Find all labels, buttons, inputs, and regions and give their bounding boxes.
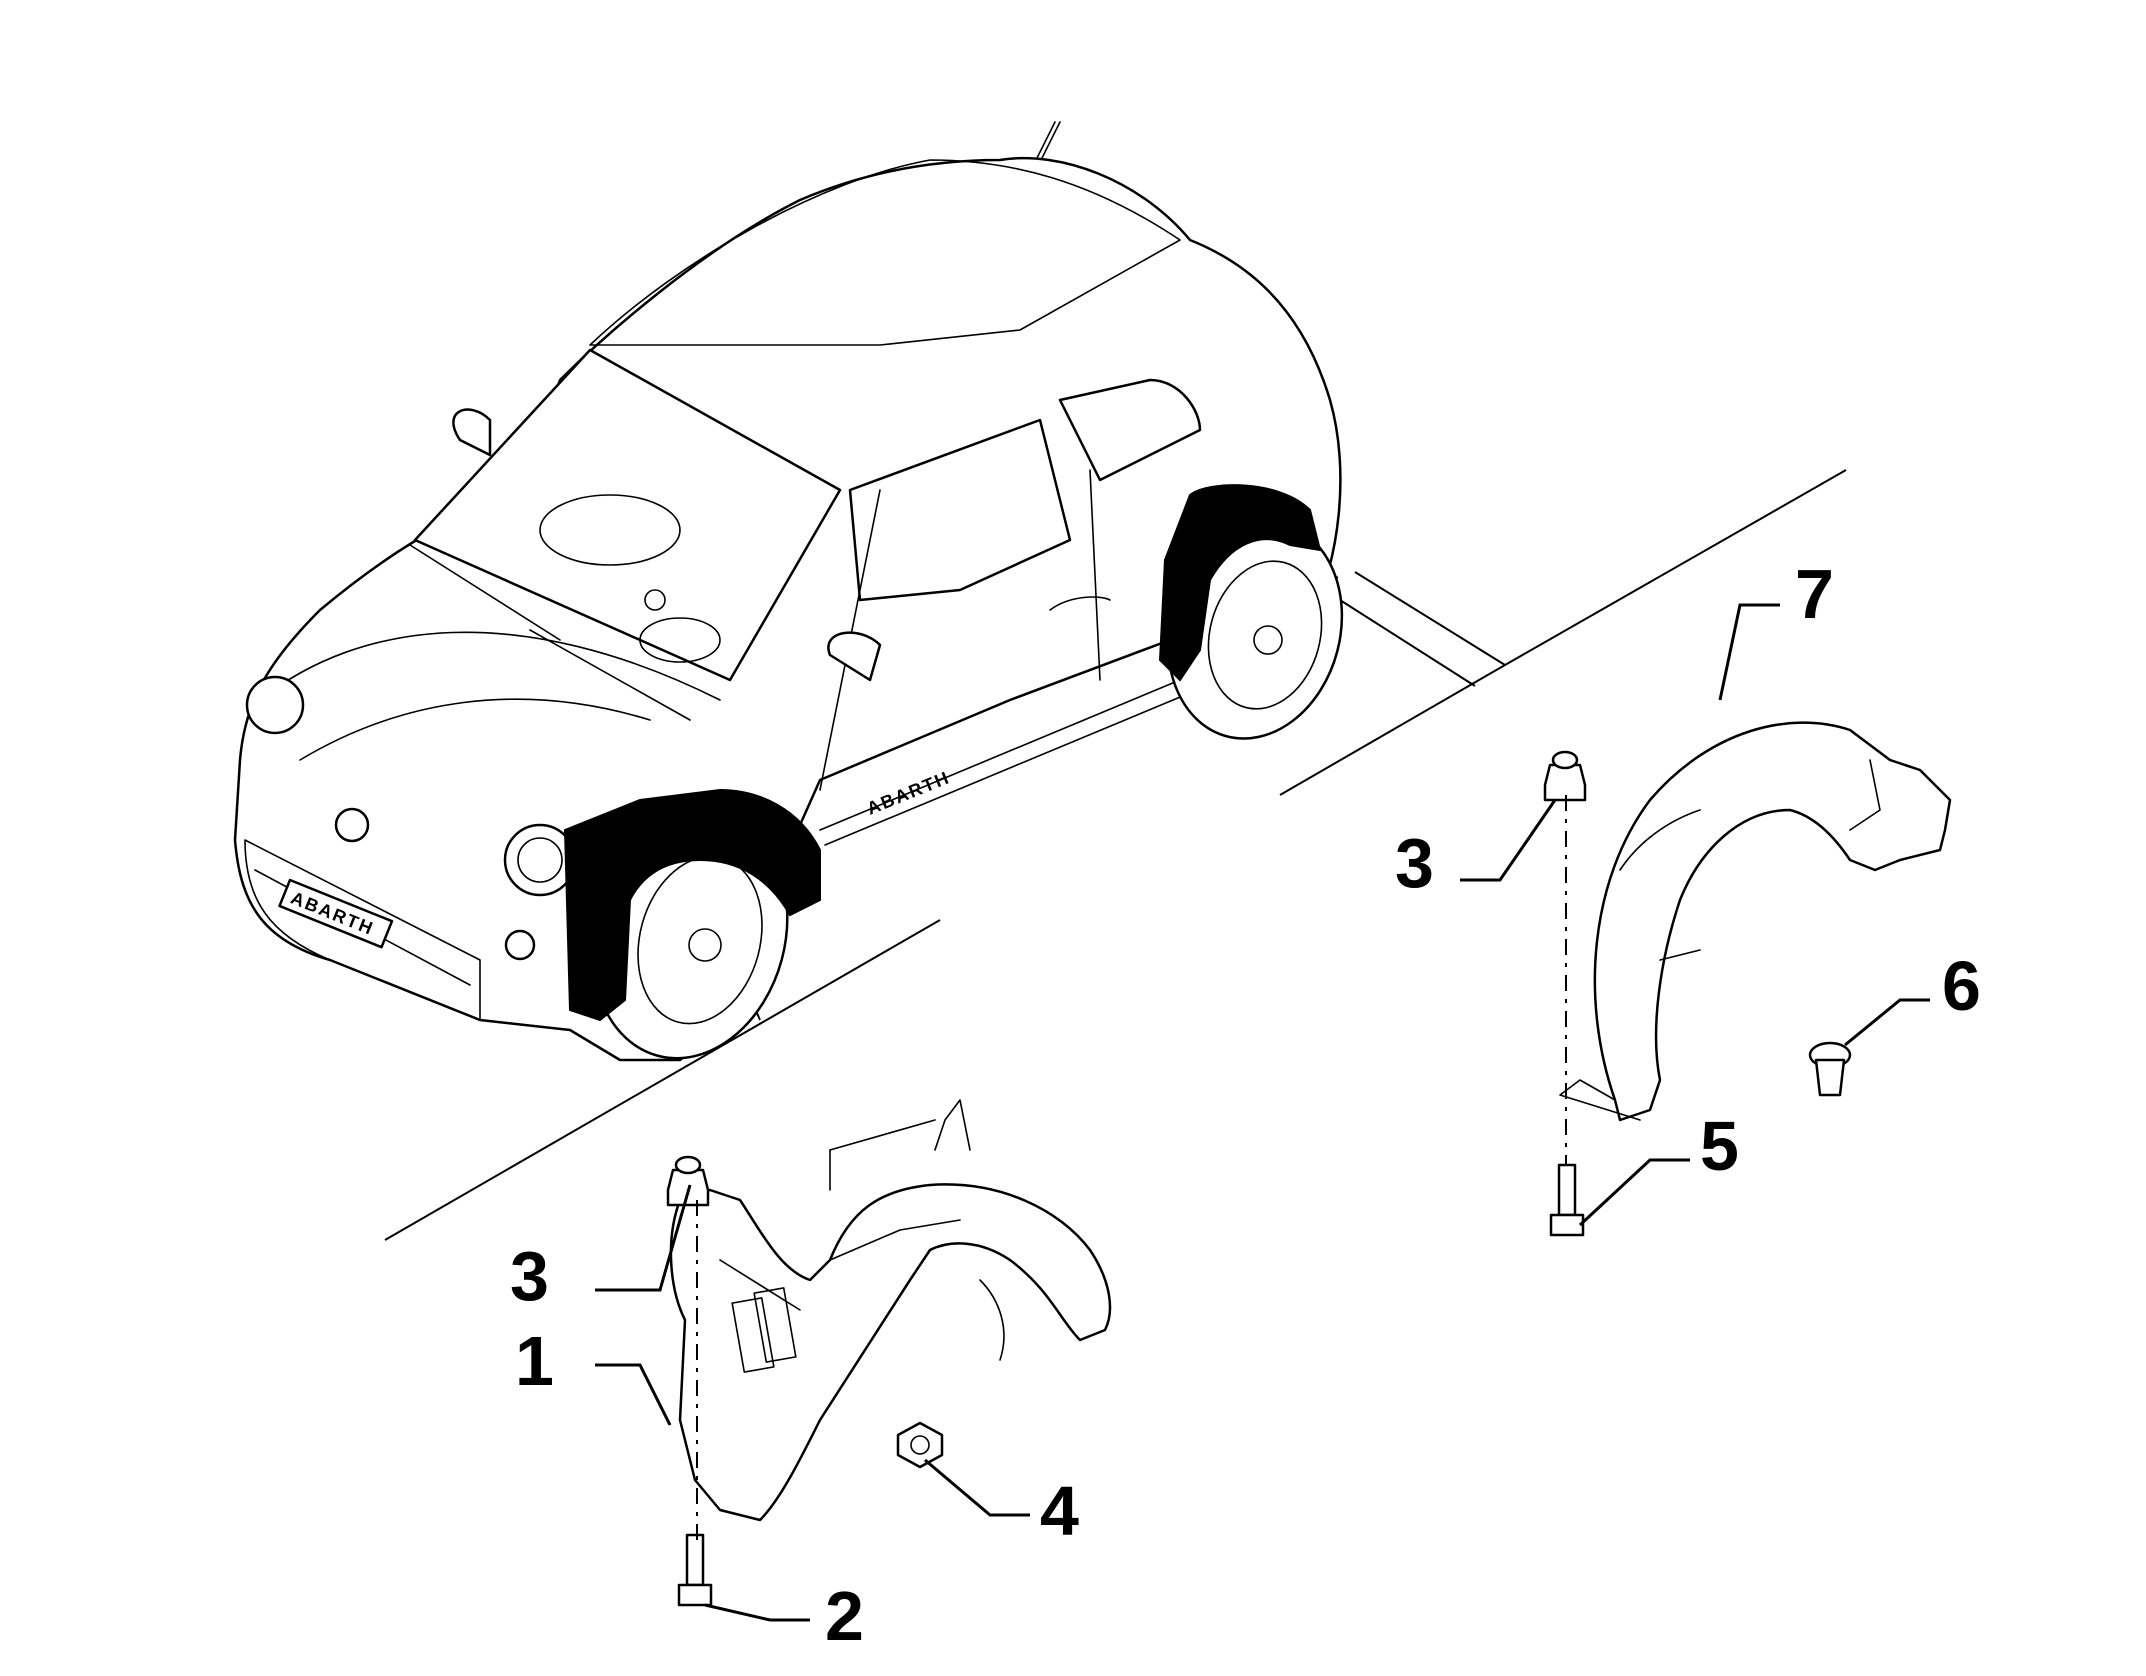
rear-wheelhouse-liner xyxy=(1559,721,1952,1122)
mirror-left xyxy=(452,408,492,457)
screw-front-icon xyxy=(677,1533,713,1607)
front-badge-plate xyxy=(278,878,394,949)
windshield xyxy=(413,348,842,682)
callout-2: 2 xyxy=(825,1577,864,1655)
callout-3-front: 3 xyxy=(510,1237,549,1315)
callout-1: 1 xyxy=(515,1322,554,1400)
installed-front-liner xyxy=(563,788,821,1022)
installed-rear-liner xyxy=(1158,484,1322,682)
front-wheelhouse-liner xyxy=(669,1099,1112,1522)
nut-front-icon xyxy=(666,1155,710,1207)
callout-4: 4 xyxy=(1040,1472,1079,1550)
screw-rear-icon xyxy=(1549,1163,1585,1237)
side-window-front xyxy=(848,418,1072,602)
callout-5: 5 xyxy=(1700,1107,1739,1185)
leader-lines xyxy=(595,603,1930,1622)
callout-6: 6 xyxy=(1942,947,1981,1025)
car-body xyxy=(233,156,1342,1062)
nut-rear-icon xyxy=(1543,750,1587,802)
car-illustration: ABARTH ABARTH xyxy=(233,121,1342,1062)
side-window-rear xyxy=(1058,378,1202,482)
mirror-right xyxy=(827,631,882,682)
callout-7: 7 xyxy=(1795,555,1834,633)
callout-3-rear: 3 xyxy=(1395,824,1434,902)
front-logo xyxy=(334,807,370,843)
clip-icon xyxy=(1808,1041,1852,1097)
nut-hex-icon xyxy=(896,1421,944,1469)
headlight-left xyxy=(245,675,305,735)
